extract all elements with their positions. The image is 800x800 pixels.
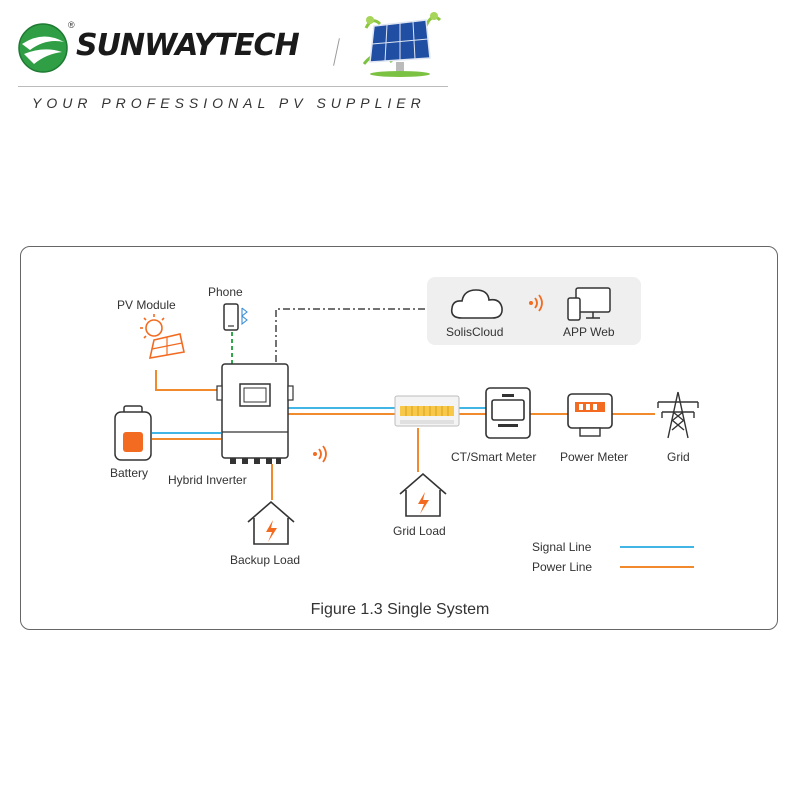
pv-power-line [155,370,221,391]
distribution-box-icon [394,395,460,427]
grid-load-house-icon [399,472,447,517]
grid-load-label: Grid Load [393,524,446,538]
ct-smart-meter-icon [485,387,531,439]
backup-load-house-icon [247,500,295,545]
brand-name: SUNWAYTECH [76,28,300,63]
hybrid-inverter-icon [216,363,294,464]
battery-label: Battery [110,466,149,480]
registered-mark: ® [68,20,75,30]
app-web-label: APP Web [563,325,615,339]
wifi-signal-icon [313,445,327,463]
header: ® SUNWAYTECH YOUR PROFESSIONAL PV SUPPLI… [0,0,460,120]
cloud-icon [450,289,503,319]
pv-module-icon [140,314,185,359]
app-web-devices-icon [567,287,611,321]
tagline: YOUR PROFESSIONAL PV SUPPLIER [32,95,426,111]
power-meter-label: Power Meter [560,450,629,464]
backup-load-label: Backup Load [230,553,301,567]
cloud-link-line [275,308,427,362]
grid-tower-icon [657,391,699,439]
battery-icon [114,405,152,461]
pv-module-label: PV Module [117,298,176,312]
sunwaytech-logo-icon [18,23,68,73]
ct-smart-meter-label: CT/Smart Meter [451,450,537,464]
figure-caption: Figure 1.3 Single System [310,601,490,618]
cloud-wifi-signal-icon [529,294,543,312]
tagline-divider [18,86,448,87]
grid-label: Grid [667,450,690,464]
power-meter-icon [567,393,613,437]
solis-cloud-label: SolisCloud [446,325,504,339]
legend-power-line-label: Power Line [532,560,593,574]
diagram-frame [20,246,778,630]
phone-icon [223,303,248,331]
hybrid-inverter-label: Hybrid Inverter [168,473,247,487]
legend-signal-line-label: Signal Line [532,540,592,554]
phone-label: Phone [208,285,243,299]
solar-panel-illustration-icon [362,12,442,77]
